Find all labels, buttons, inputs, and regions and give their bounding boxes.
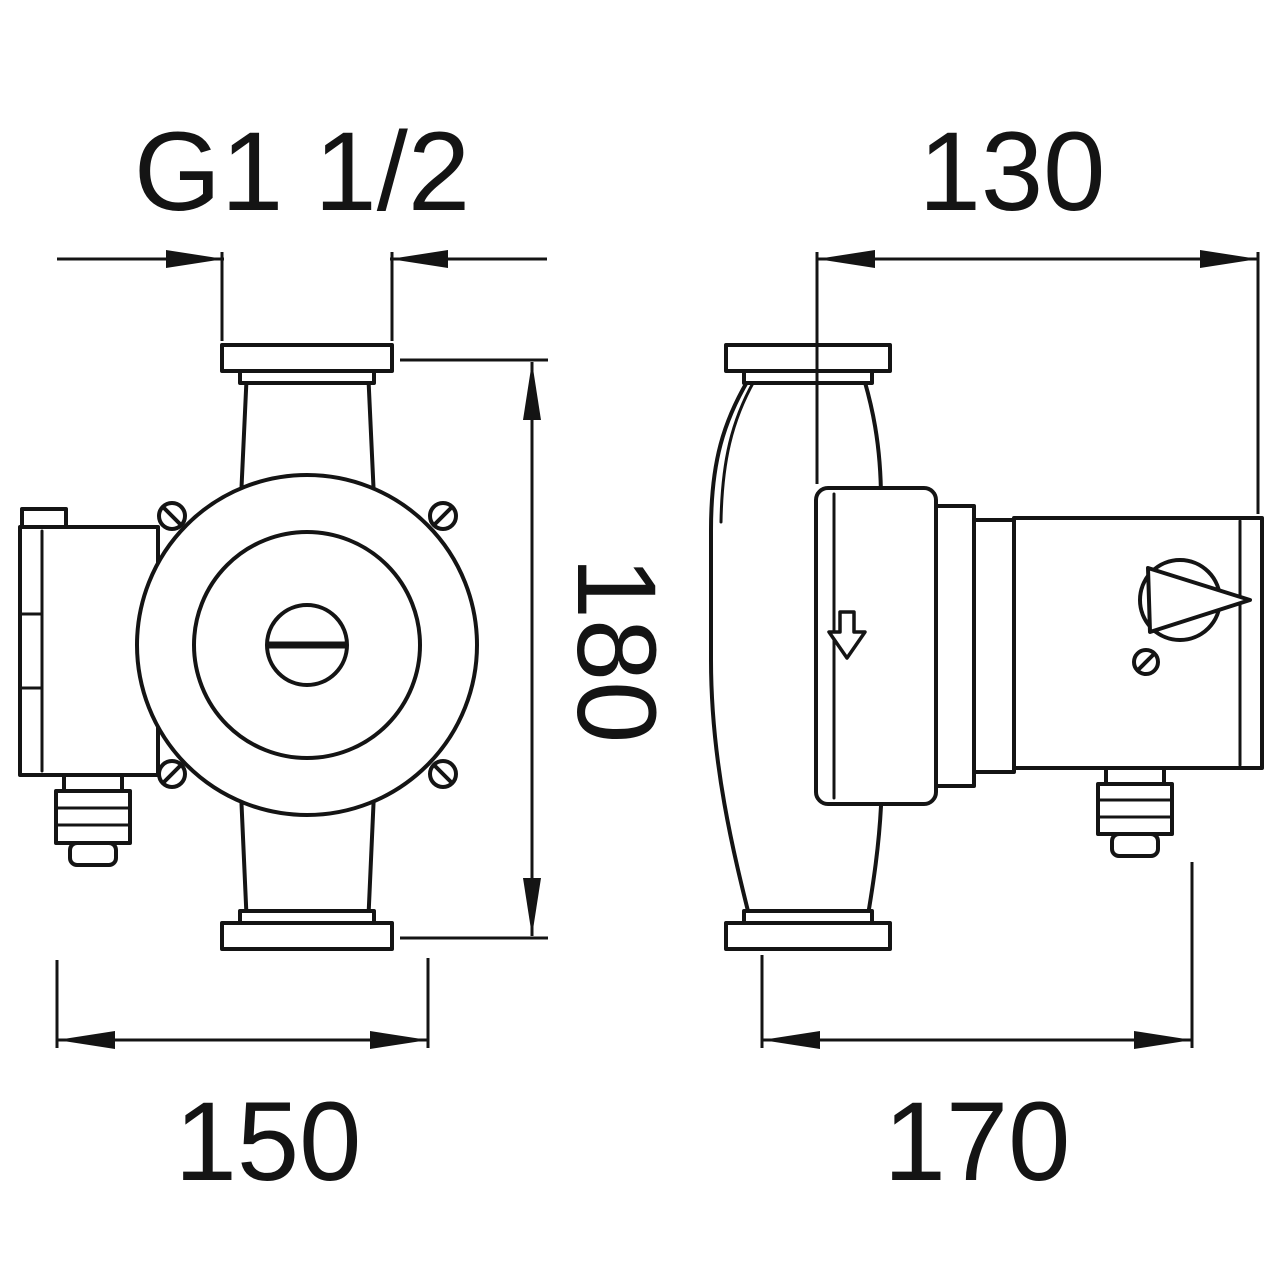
terminal-box-side [1012, 516, 1264, 770]
stator-band [934, 504, 976, 788]
flow-direction-arrow-icon [827, 610, 867, 660]
arrowhead [1134, 1031, 1192, 1049]
front-top-flange [220, 343, 394, 373]
cable-gland-collar-side [1104, 766, 1166, 786]
side-top-flange [724, 343, 892, 373]
cable-gland-collar-front [62, 773, 124, 793]
arrowhead [166, 250, 224, 268]
dimension-annotations: G1 1/2 130 180 150 [55, 109, 1260, 1204]
arrowhead [1200, 250, 1258, 268]
speed-knob-pointer [1146, 566, 1252, 634]
volute-inner-contour [719, 374, 759, 524]
dimension-thread: G1 1/2 [57, 109, 547, 341]
cover-screw-slot [162, 506, 182, 526]
dimension-width: 150 [55, 958, 430, 1204]
arrowhead [390, 250, 448, 268]
dimension-box-depth: 130 [815, 109, 1260, 514]
cable-gland-tip-side [1110, 832, 1160, 858]
dim-label-height: 180 [554, 557, 679, 744]
arrowhead [817, 250, 875, 268]
front-bottom-flange [220, 921, 394, 951]
cover-screw-slot [433, 506, 453, 526]
dim-label-width: 150 [175, 1079, 362, 1204]
dim-label-box-depth: 130 [919, 109, 1106, 234]
front-view [18, 343, 479, 951]
arrowhead [57, 1031, 115, 1049]
arrowhead [370, 1031, 428, 1049]
arrowhead [762, 1031, 820, 1049]
dim-label-depth: 170 [884, 1079, 1071, 1204]
side-view [709, 343, 1264, 951]
dimension-height: 180 [400, 358, 679, 940]
arrowhead [523, 362, 541, 420]
terminal-box-screw-slot [1137, 653, 1155, 671]
cable-gland-tip-front [68, 841, 118, 867]
stator-band-2 [972, 518, 1016, 774]
cover-screw-slot [433, 764, 453, 784]
arrowhead [523, 878, 541, 936]
cable-gland-nut-front [54, 789, 132, 845]
cable-gland-nut-side [1096, 782, 1174, 836]
side-bottom-flange [724, 921, 892, 951]
dim-label-thread: G1 1/2 [134, 109, 470, 234]
dimension-depth: 170 [760, 862, 1194, 1204]
cover-screw-slot [162, 764, 182, 784]
